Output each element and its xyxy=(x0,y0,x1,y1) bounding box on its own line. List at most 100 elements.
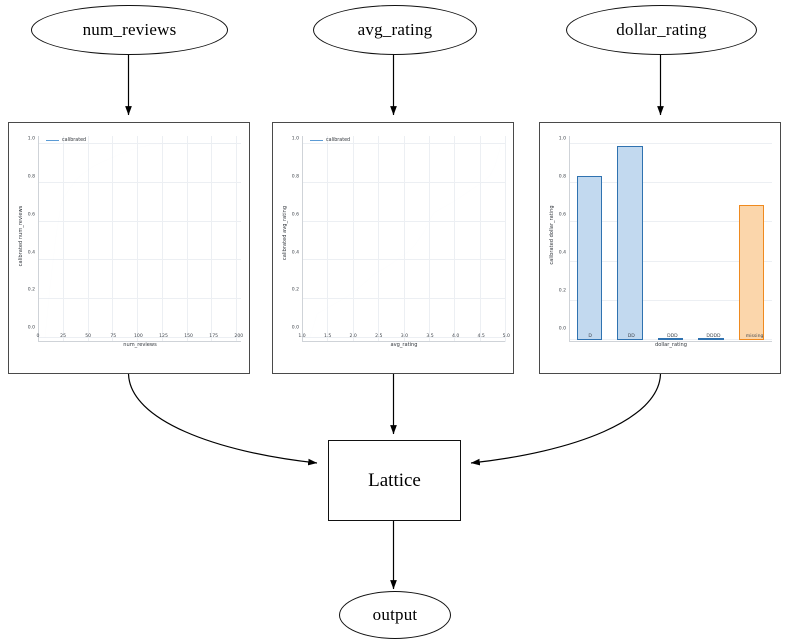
ytick-label: 0.0 xyxy=(291,325,299,331)
xtick-label: DDD xyxy=(667,333,678,339)
axis-spine-bottom xyxy=(38,341,241,342)
node-avg-rating[interactable]: avg_rating xyxy=(313,5,477,55)
y-axis-title: calibrated num_reviews xyxy=(18,205,24,267)
xtick-label: missing xyxy=(745,333,764,339)
node-output[interactable]: output xyxy=(339,591,451,639)
xtick-label: 125 xyxy=(159,333,168,339)
legend-swatch xyxy=(310,139,323,142)
node-dollar-rating-label: dollar_rating xyxy=(616,20,707,39)
ytick-label: 0.6 xyxy=(558,212,566,218)
node-dollar-rating[interactable]: dollar_rating xyxy=(566,5,757,55)
node-num-reviews-label: num_reviews xyxy=(82,20,177,39)
gridline-x xyxy=(62,136,64,342)
line-series-num-reviews xyxy=(38,136,241,342)
gridline-y xyxy=(302,337,505,339)
x-axis-title: avg_rating xyxy=(390,342,418,348)
line-series-avg-rating xyxy=(302,136,505,342)
gridline-y xyxy=(569,182,772,184)
axis-spine-left xyxy=(302,136,303,342)
axes-num-reviews xyxy=(38,136,241,342)
node-avg-rating-label: avg_rating xyxy=(357,20,433,39)
gridline-x xyxy=(161,136,163,342)
y-axis-title: calibrated dollar_rating xyxy=(549,205,555,265)
gridline-y xyxy=(38,337,241,339)
legend-label: calibrated xyxy=(62,138,87,143)
gridline-y xyxy=(38,181,241,183)
xtick-label: 175 xyxy=(209,333,219,339)
ytick-label: 0.8 xyxy=(27,174,35,180)
axis-spine-left xyxy=(38,136,39,342)
gridline-y xyxy=(569,221,772,223)
gridline-x xyxy=(87,136,89,342)
calibrator-plot-avg-rating: 1.0 1.5 2.0 2.5 3.0 3.5 4.0 4.5 5.0 0.0 … xyxy=(272,122,514,374)
gridline-x xyxy=(352,136,354,342)
bar-d xyxy=(576,176,603,341)
node-lattice[interactable]: Lattice xyxy=(328,440,461,521)
gridline-y xyxy=(38,259,241,261)
gridline-x xyxy=(137,136,139,342)
ytick-label: 0.8 xyxy=(558,174,566,180)
node-lattice-label: Lattice xyxy=(368,469,421,491)
gridline-x xyxy=(504,136,506,342)
axes-avg-rating xyxy=(302,136,506,342)
gridline-x xyxy=(186,136,188,342)
ytick-label: 0.8 xyxy=(291,174,299,180)
gridline-y xyxy=(38,142,241,144)
gridline-x xyxy=(112,136,114,342)
gridline-x xyxy=(211,136,213,342)
axes-background xyxy=(569,136,772,342)
xtick-label: 1.5 xyxy=(323,333,332,339)
legend-avg-rating: calibrated xyxy=(310,138,350,143)
axes-dollar-rating xyxy=(569,136,772,342)
xtick-label: 0 xyxy=(36,333,40,339)
gridline-x xyxy=(428,136,430,342)
bar-ddd xyxy=(657,338,684,341)
gridline-y xyxy=(302,298,505,300)
ytick-label: 0.2 xyxy=(291,287,299,293)
bar-series-dollar-rating xyxy=(569,136,772,342)
bar-missing xyxy=(738,204,765,341)
xtick-label: 75 xyxy=(110,333,117,339)
ytick-label: 1.0 xyxy=(27,136,35,142)
ytick-label: 0.2 xyxy=(558,288,566,294)
legend-num-reviews: calibrated xyxy=(46,138,86,143)
xtick-label: 50 xyxy=(85,333,92,339)
ytick-label: 0.4 xyxy=(27,250,35,255)
xtick-label: 5.0 xyxy=(502,333,510,339)
bar-dd xyxy=(617,145,643,341)
xtick-label: 1.0 xyxy=(298,333,306,339)
xtick-label: D xyxy=(588,333,592,339)
axis-spine-bottom xyxy=(569,341,772,342)
y-axis-title: calibrated avg_rating xyxy=(282,205,288,261)
calibrator-plot-dollar-rating: D DD DDD DDDD missing 0.0 0.2 0.4 0.6 0.… xyxy=(539,122,781,374)
gridline-x xyxy=(327,136,329,342)
axis-spine-left xyxy=(569,136,570,342)
xtick-label: 100 xyxy=(134,333,143,339)
xtick-label: 4.0 xyxy=(451,333,460,339)
gridline-y xyxy=(569,260,772,262)
node-output-label: output xyxy=(372,605,418,624)
legend-label: calibrated xyxy=(326,138,351,143)
xtick-label: 25 xyxy=(60,333,67,339)
ytick-label: 1.0 xyxy=(291,136,299,142)
gridline-y xyxy=(569,299,772,301)
gridline-y xyxy=(569,142,772,144)
xtick-label: 200 xyxy=(234,333,244,339)
xtick-label: 3.5 xyxy=(426,333,434,339)
bar-dddd xyxy=(698,338,724,341)
ytick-label: 0.6 xyxy=(27,212,35,218)
ytick-label: 0.4 xyxy=(558,250,566,256)
legend-swatch xyxy=(46,139,59,142)
xtick-label: DDDD xyxy=(706,333,721,339)
ytick-label: 0.6 xyxy=(291,212,299,218)
ytick-label: 0.0 xyxy=(558,326,566,332)
gridline-y xyxy=(302,181,505,183)
edge-calibrator-num-reviews-to-lattice xyxy=(127,373,318,466)
gridline-y xyxy=(302,142,505,144)
x-axis-title: dollar_rating xyxy=(654,342,688,348)
gridline-x xyxy=(378,136,380,342)
axis-spine-bottom xyxy=(302,341,505,342)
node-num-reviews[interactable]: num_reviews xyxy=(31,5,228,55)
